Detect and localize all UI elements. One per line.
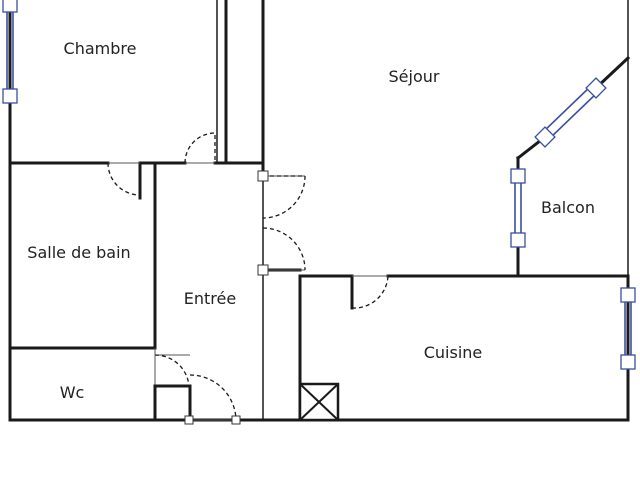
door-swing-wc bbox=[154, 354, 190, 387]
nodes bbox=[184, 170, 269, 425]
node-entree-bottom bbox=[257, 264, 269, 276]
window-balcony-diag-frame-high bbox=[585, 77, 607, 99]
door-swing-bath bbox=[107, 162, 141, 196]
room-label-sejour: Séjour bbox=[389, 67, 440, 86]
window-balcony-diag-a bbox=[541, 83, 594, 134]
walls bbox=[8, 0, 631, 422]
door-swing-chambre bbox=[184, 132, 216, 164]
room-labels: Chambre Séjour Balcon Salle de bain Entr… bbox=[27, 39, 595, 402]
node-entrance-left bbox=[184, 415, 194, 425]
partitions bbox=[108, 162, 388, 421]
window-chambre-frame-top bbox=[2, 0, 18, 13]
window-chambre-frame-bottom bbox=[2, 88, 18, 104]
room-label-cuisine: Cuisine bbox=[424, 343, 483, 362]
window-balcony-diag-b bbox=[547, 90, 600, 141]
door-swing-entrance bbox=[189, 374, 237, 421]
duct-box-cross-b bbox=[299, 383, 339, 421]
wc-block bbox=[153, 384, 192, 422]
window-balcony-vert-frame-bottom bbox=[510, 232, 526, 248]
door-swing-kitchen bbox=[351, 275, 389, 309]
node-entrance-right bbox=[231, 415, 241, 425]
room-label-balcon: Balcon bbox=[541, 198, 595, 217]
duct-box bbox=[298, 382, 340, 422]
node-entree-top bbox=[257, 170, 269, 182]
room-label-chambre: Chambre bbox=[64, 39, 137, 58]
window-balcony-diag-frame-low bbox=[534, 126, 556, 148]
room-label-wc: Wc bbox=[60, 383, 85, 402]
window-kitchen-frame-bottom bbox=[620, 354, 636, 370]
room-label-entree: Entrée bbox=[184, 289, 236, 308]
door-swing-sejour-2 bbox=[262, 227, 306, 271]
window-balcony-vert-frame-top bbox=[510, 168, 526, 184]
room-label-salle-de-bain: Salle de bain bbox=[27, 243, 130, 262]
window-kitchen-frame-top bbox=[620, 287, 636, 303]
doors bbox=[107, 132, 389, 421]
door-swing-sejour-1 bbox=[262, 175, 306, 219]
windows bbox=[2, 0, 636, 370]
